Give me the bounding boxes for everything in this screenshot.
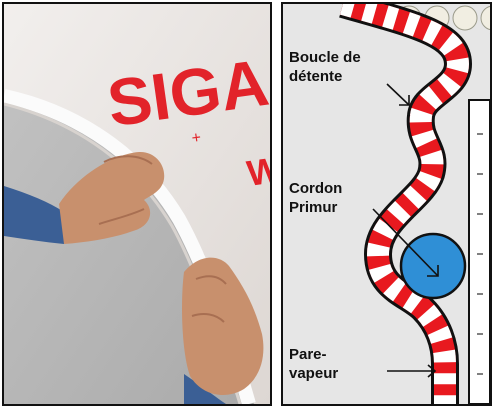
photo-illustration: SIGA + W [4,4,270,404]
relief-loop-label: Boucle de détente [289,48,361,86]
vapour-barrier-label: Pare- vapeur [289,345,338,383]
primur-bead-label: Cordon Primur [289,179,342,217]
installation-photo: SIGA + W [2,2,272,406]
detail-diagram: Boucle de détente Cordon Primur Pare- va… [281,2,492,406]
arrow-icon [387,365,435,377]
arrow-icon [387,84,409,105]
sheet-lettering-2: W [244,149,270,194]
wall-icon [469,100,490,404]
primur-bead [401,234,465,298]
